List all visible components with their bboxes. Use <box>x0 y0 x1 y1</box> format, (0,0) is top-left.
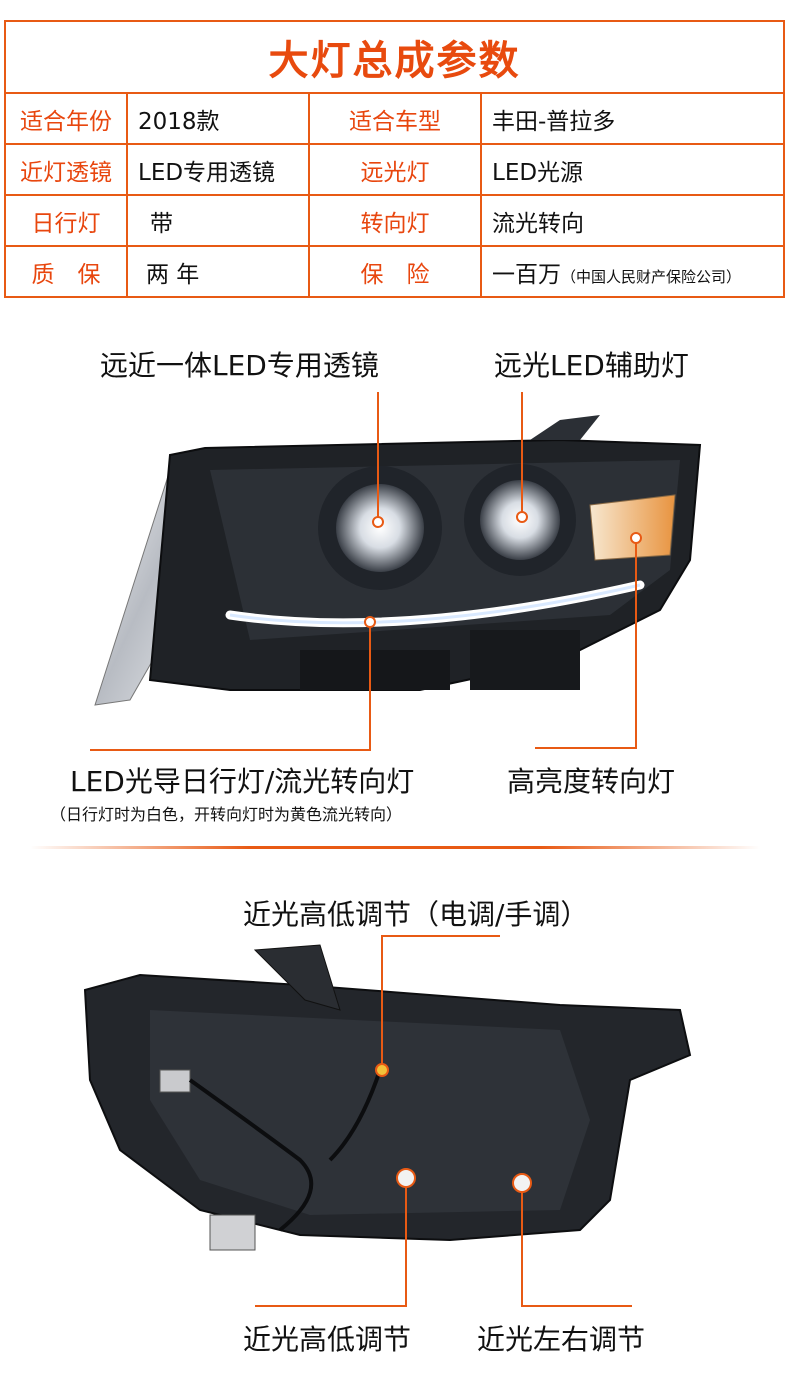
section-divider <box>30 846 760 849</box>
insurance-amount: 一百万 <box>492 261 561 288</box>
label-high-beam: 远光灯 <box>308 143 482 196</box>
callout-bifocal-lens: 远近一体LED专用透镜 <box>100 349 379 382</box>
value-lens: LED专用透镜 <box>126 143 310 196</box>
value-turn-signal: 流光转向 <box>480 194 785 247</box>
label-lens: 近灯透镜 <box>4 143 128 196</box>
value-drl: 带 <box>126 194 310 247</box>
table-row: 近灯透镜 LED专用透镜 远光灯 LED光源 <box>4 143 785 196</box>
callout-turn-signal: 高亮度转向灯 <box>507 765 676 798</box>
value-high-beam: LED光源 <box>480 143 785 196</box>
callout-high-beam-aux: 远光LED辅助灯 <box>494 349 689 382</box>
callout-vertical-adjust: 近光高低调节 <box>243 1323 412 1356</box>
insurance-company: （中国人民财产保险公司） <box>561 267 742 286</box>
value-model: 丰田-普拉多 <box>480 92 785 145</box>
value-insurance: 一百万（中国人民财产保险公司） <box>480 245 785 298</box>
label-drl: 日行灯 <box>4 194 128 247</box>
table-title: 大灯总成参数 <box>4 20 785 94</box>
callout-leveling: 近光高低调节（电调/手调） <box>243 898 589 931</box>
label-year: 适合年份 <box>4 92 128 145</box>
table-row: 适合年份 2018款 适合车型 丰田-普拉多 <box>4 92 785 145</box>
label-insurance: 保 险 <box>308 245 482 298</box>
label-model: 适合车型 <box>308 92 482 145</box>
callout-drl-turn: LED光导日行灯/流光转向灯 <box>70 765 415 798</box>
table-row: 质 保 两 年 保 险 一百万（中国人民财产保险公司） <box>4 245 785 298</box>
label-turn-signal: 转向灯 <box>308 194 482 247</box>
callout-horizontal-adjust: 近光左右调节 <box>477 1323 646 1356</box>
drl-note: （日行灯时为白色，开转向灯时为黄色流光转向） <box>50 805 403 824</box>
value-year: 2018款 <box>126 92 310 145</box>
value-warranty: 两 年 <box>126 245 310 298</box>
parameter-table: 大灯总成参数 适合年份 2018款 适合车型 丰田-普拉多 近灯透镜 LED专用… <box>4 20 785 298</box>
table-row: 日行灯 带 转向灯 流光转向 <box>4 194 785 247</box>
label-warranty: 质 保 <box>4 245 128 298</box>
